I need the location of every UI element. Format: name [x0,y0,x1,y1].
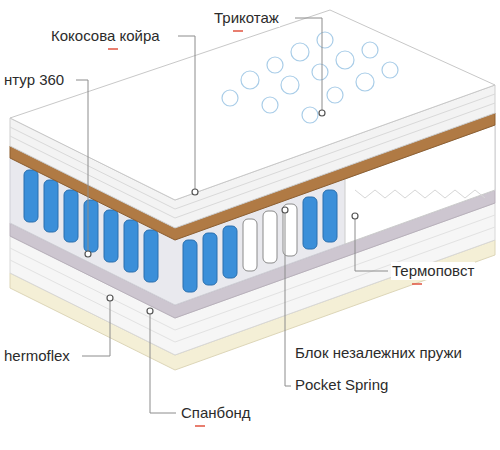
leader-dots [85,110,358,314]
open-springs [243,204,297,271]
part-label: нтур 360 [3,71,65,89]
quilt-pattern [355,190,485,198]
top-surface [10,10,495,200]
accent-dashes [108,31,422,426]
part-label: Pocket Spring [294,376,389,394]
part-label: Блок незалежних пружи [294,344,463,362]
part-label: hermoflex [3,347,71,365]
part-label: Термоповст [391,262,475,280]
part-label: Кокосова койра [50,27,161,45]
knit-pattern [222,32,398,123]
part-label: Спанбонд [180,404,252,422]
part-label: Трикотаж [213,9,280,27]
